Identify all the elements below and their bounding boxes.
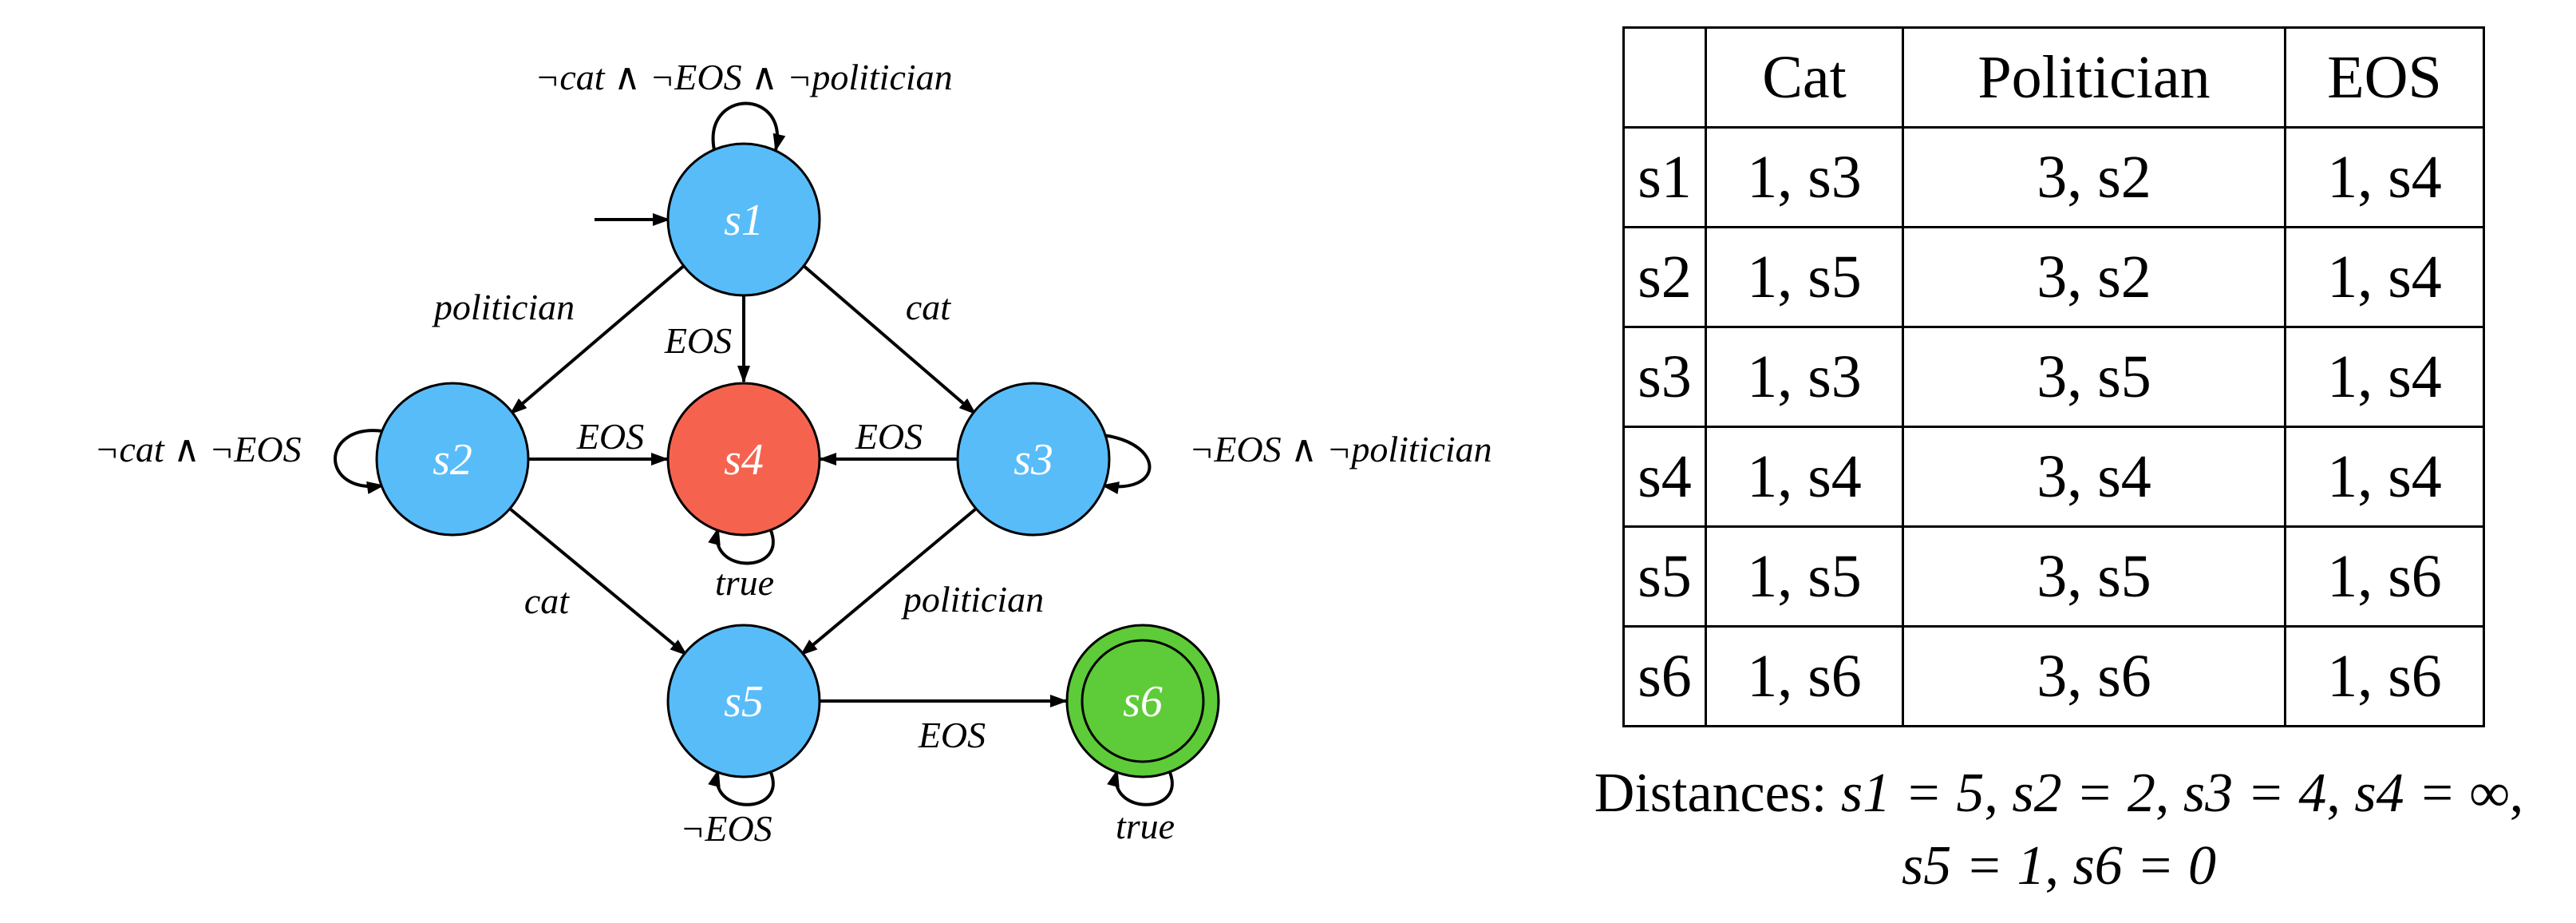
table-cell: 1, s5 [1705,226,1904,328]
table-row: s2 1, s5 3, s2 1, s4 [1622,226,2485,328]
table-cell: 1, s3 [1705,126,1904,228]
table-row: s6 1, s6 3, s6 1, s6 [1622,625,2485,727]
self-loop-s5 [708,769,775,806]
label-s5-self: ¬EOS [680,808,772,849]
distance-s3: s3 = 4 [2183,763,2327,824]
distance-s2: s2 = 2 [2012,763,2155,824]
table-cell: s4 [1622,426,1707,528]
state-circle [666,142,821,297]
state-s1: s1 [666,142,821,297]
distances-line-2: s5 = 1, s6 = 0 [1902,835,2216,897]
self-loop-s2 [334,429,385,494]
accepting-ring [1081,639,1205,763]
header-eos: EOS [2284,26,2485,129]
edge-s2-s5 [509,508,688,656]
table-cell: 3, s2 [1902,226,2286,328]
distance-s6: s6 = 0 [2072,835,2216,897]
table-row: s1 1, s3 3, s2 1, s4 [1622,126,2485,228]
state-circle [375,382,530,537]
table-cell: 1, s6 [2284,525,2485,628]
table-cell: 1, s4 [2284,326,2485,428]
state-s4: s4 [666,382,821,537]
distances-line-1: Distances: s1 = 5, s2 = 2, s3 = 4, s4 = … [1594,763,2524,824]
table-cell: 1, s5 [1705,525,1904,628]
state-label: s4 [724,435,764,485]
state-label: s6 [1123,677,1163,727]
label-s2-s4: EOS [576,416,644,457]
edge-s1-s3 [801,263,977,415]
state-circle [666,382,821,537]
label-s1-s3: cat [906,287,951,327]
table-cell: 3, s6 [1902,625,2286,727]
edge-s3-s5 [800,508,977,656]
distances-label: Distances: [1594,763,1827,824]
label-s1-s4: EOS [664,320,732,361]
table-cell: s2 [1622,226,1707,328]
distance-s1: s1 = 5 [1840,763,1985,824]
label-s3-self: ¬EOS ∧ ¬politician [1189,429,1491,469]
state-s2: s2 [375,382,530,537]
table-cell: s1 [1622,126,1707,228]
transition-table: Cat Politician EOS s1 1, s3 3, s2 1, s4 … [1622,26,2485,727]
table-cell: 1, s6 [2284,625,2485,727]
table-cell: s5 [1622,525,1707,628]
header-politician: Politician [1902,26,2286,129]
label-s6-self: true [1116,806,1175,846]
table-cell: 1, s3 [1705,326,1904,428]
table-cell: 1, s4 [2284,426,2485,528]
state-s3: s3 [956,382,1111,537]
label-s2-s5: cat [524,580,570,621]
label-s4-self: true [715,562,774,603]
label-s3-s4: EOS [855,416,923,457]
state-circle [1065,624,1220,778]
table-cell: 3, s4 [1902,426,2286,528]
state-circle [956,382,1111,537]
table-row: s3 1, s3 3, s5 1, s4 [1622,326,2485,428]
table-cell: s6 [1622,625,1707,727]
state-label: s2 [433,435,472,485]
table-cell: 1, s4 [2284,226,2485,328]
table-cell: 1, s4 [2284,126,2485,228]
distance-s4: s4 = ∞ [2354,763,2510,824]
header-state [1622,26,1707,129]
table-cell: 1, s6 [1705,625,1904,727]
state-s5: s5 [666,624,821,778]
automaton-diagram: s1 s2 s3 s4 s5 s6 ¬cat ∧ ¬EOS ∧ ¬politic… [94,57,1491,849]
state-label: s3 [1013,435,1053,485]
distance-s5: s5 = 1 [1902,835,2045,897]
table-cell: 1, s4 [1705,426,1904,528]
self-loop-s1 [711,101,786,152]
table-cell: 3, s5 [1902,326,2286,428]
table-cell: s3 [1622,326,1707,428]
state-circle [666,624,821,778]
distances-caption: Distances: s1 = 5, s2 = 2, s3 = 4, s4 = … [1556,757,2562,902]
self-loop-s6 [1107,769,1174,806]
label-s1-s2: politician [432,287,575,327]
table-cell: 3, s5 [1902,525,2286,628]
state-label: s1 [724,196,764,245]
label-s2-self: ¬cat ∧ ¬EOS [94,429,301,469]
self-loop-s3 [1101,434,1152,494]
edge-s1-s2 [509,263,686,415]
label-s5-s6: EOS [918,715,986,755]
table-row: s4 1, s4 3, s4 1, s4 [1622,426,2485,528]
table-header-row: Cat Politician EOS [1622,26,2485,129]
table-cell: 3, s2 [1902,126,2286,228]
header-cat: Cat [1705,26,1904,129]
self-loop-s4 [708,527,775,565]
label-s3-s5: politician [901,579,1044,620]
table-row: s5 1, s5 3, s5 1, s6 [1622,525,2485,628]
label-s1-self: ¬cat ∧ ¬EOS ∧ ¬politician [535,57,952,97]
state-label: s5 [724,677,764,727]
state-s6: s6 [1065,624,1220,778]
